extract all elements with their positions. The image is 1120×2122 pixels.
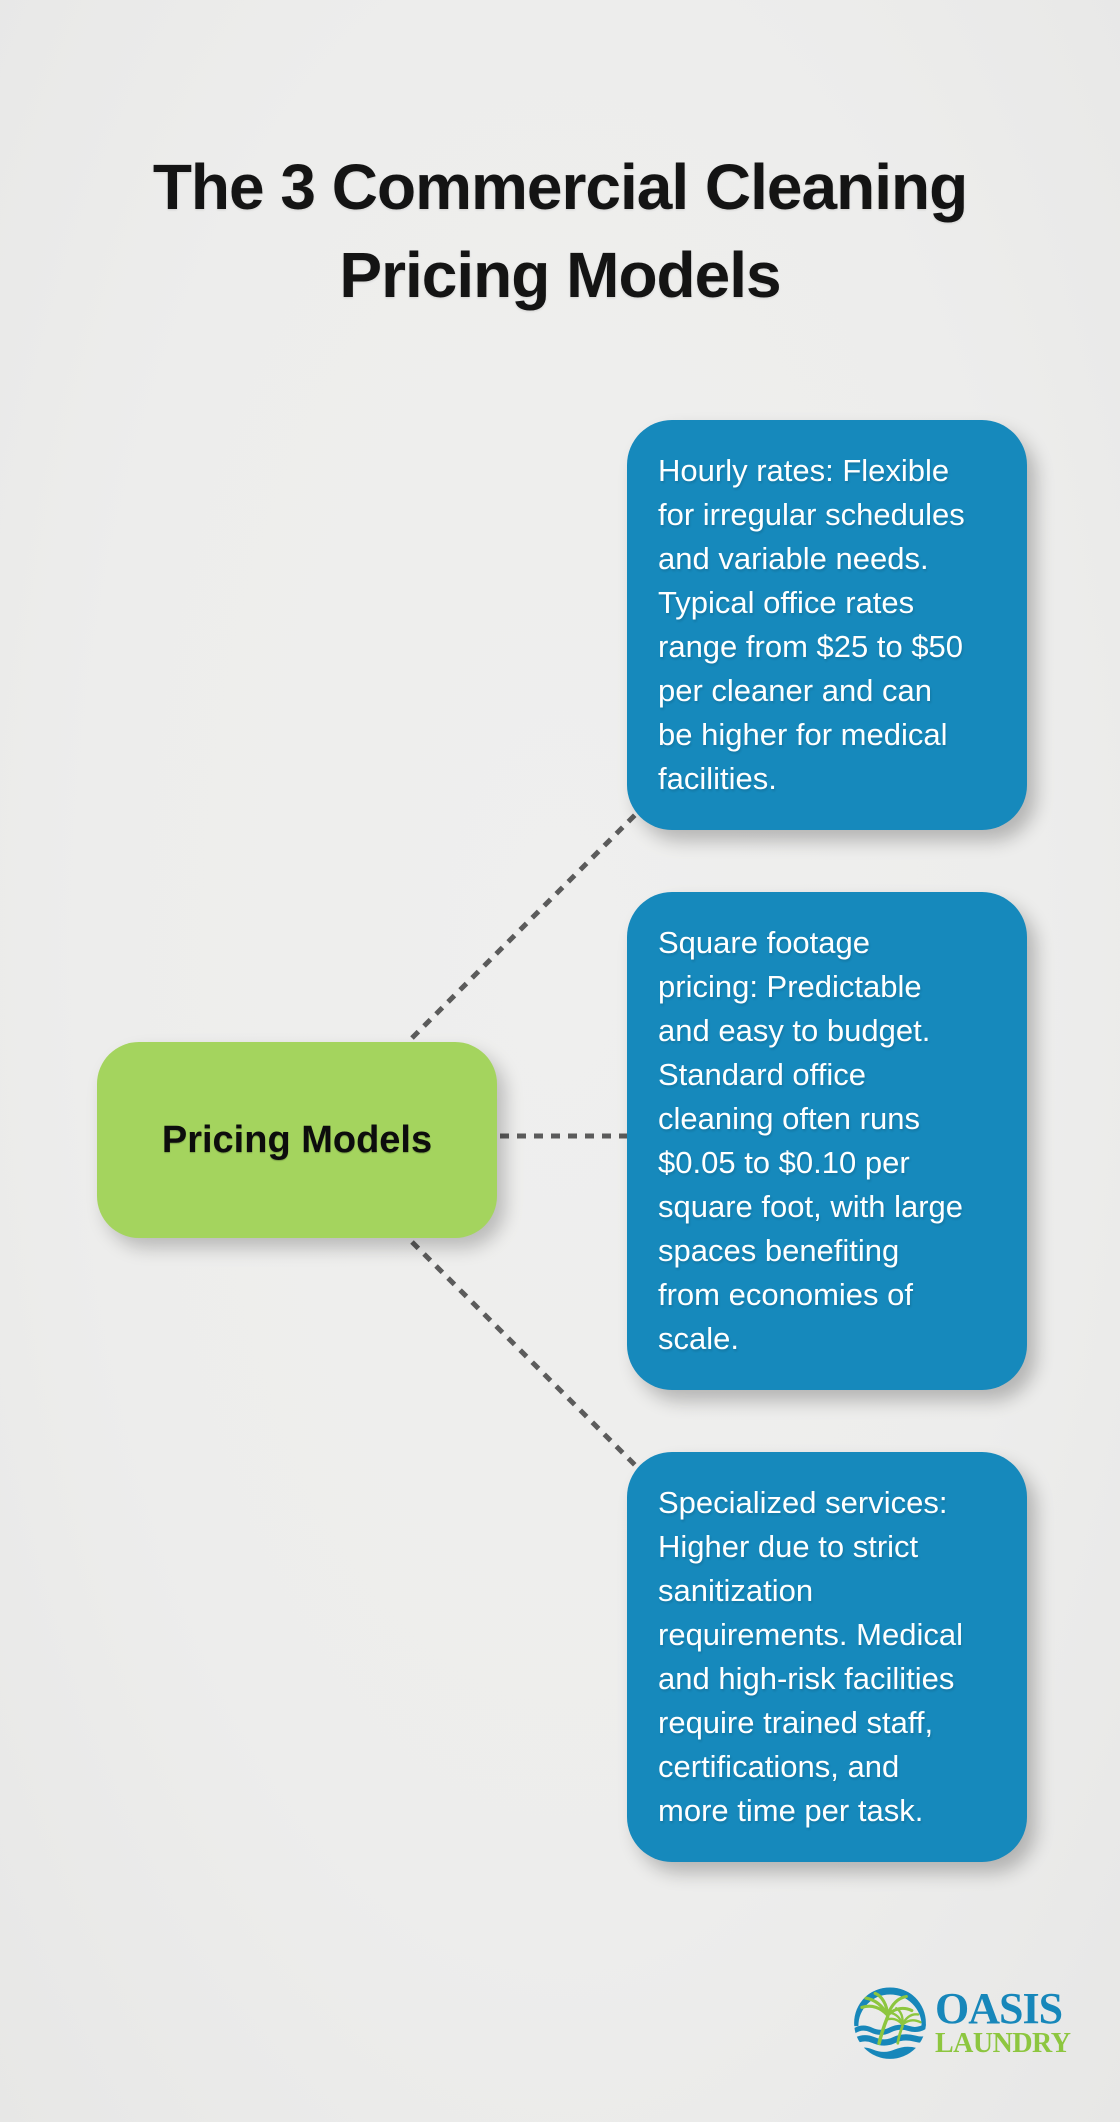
palm-tree-small (884, 2007, 922, 2045)
logo-circle-arc (854, 1987, 926, 2027)
card-hourly-rates: Hourly rates: Flexible for irregular sch… (627, 420, 1027, 830)
center-node-pricing-models: Pricing Models (97, 1042, 497, 1238)
card-hourly-rates-text: Hourly rates: Flexible for irregular sch… (658, 453, 965, 796)
connector-line-top (410, 806, 644, 1040)
logo-wave-3 (854, 2046, 926, 2059)
logo-brand-name: OASIS (935, 1984, 1063, 2033)
page-title: The 3 Commercial Cleaning Pricing Models (152, 150, 968, 311)
center-node-label: Pricing Models (161, 1118, 433, 1161)
logo-brand-sub: LAUNDRY (935, 2028, 1071, 2059)
logo-wave-1 (854, 2023, 926, 2035)
oasis-laundry-logo-text: OASIS LAUNDRY (935, 1984, 1071, 2059)
oasis-laundry-logo: OASIS LAUNDRY (851, 1984, 1071, 2062)
logo-wave-2 (854, 2033, 926, 2046)
card-specialized-services-text: Specialized services: Higher due to stri… (658, 1485, 963, 1828)
oasis-laundry-logo-icon (854, 1987, 926, 2059)
connector-line-bottom (410, 1240, 644, 1474)
card-specialized-services: Specialized services: Higher due to stri… (627, 1452, 1027, 1862)
card-square-footage-text: Square footage pricing: Predictable and … (658, 925, 964, 1356)
card-square-footage-pricing: Square footage pricing: Predictable and … (627, 892, 1027, 1390)
